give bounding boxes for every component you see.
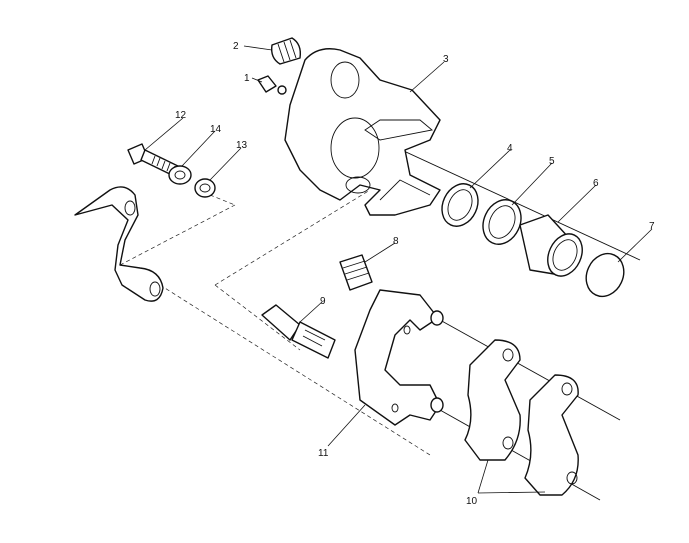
boot-8	[339, 254, 373, 291]
caliper-body-3	[284, 48, 441, 216]
bleeder-screw-2	[270, 37, 302, 65]
dust-seal-5	[482, 199, 522, 245]
cap-7	[585, 252, 625, 298]
callout-3: 3	[443, 54, 449, 65]
fitting-1	[257, 75, 287, 95]
support-bracket-11	[354, 289, 444, 426]
callout-7: 7	[649, 221, 655, 232]
callout-10: 10	[466, 496, 478, 507]
callout-11: 11	[318, 448, 329, 459]
leader-lines	[144, 45, 653, 494]
callout-4: 4	[507, 143, 513, 154]
piston-seal-4	[441, 183, 479, 227]
guide-pin-9	[261, 304, 336, 359]
washer-14	[168, 165, 192, 185]
piston-6	[519, 214, 583, 277]
callout-9: 9	[320, 296, 326, 307]
callout-2: 2	[233, 41, 239, 52]
callout-12: 12	[175, 110, 187, 121]
brake-pad-inner-10	[464, 339, 521, 461]
callout-6: 6	[593, 178, 599, 189]
callout-8: 8	[393, 236, 399, 247]
callout-14: 14	[210, 124, 222, 135]
washer-13	[194, 178, 216, 198]
brake-pad-outer-10	[524, 374, 579, 496]
callout-13: 13	[236, 140, 248, 151]
callout-5: 5	[549, 156, 555, 167]
callout-1: 1	[244, 73, 250, 84]
mounting-bracket	[74, 186, 164, 302]
